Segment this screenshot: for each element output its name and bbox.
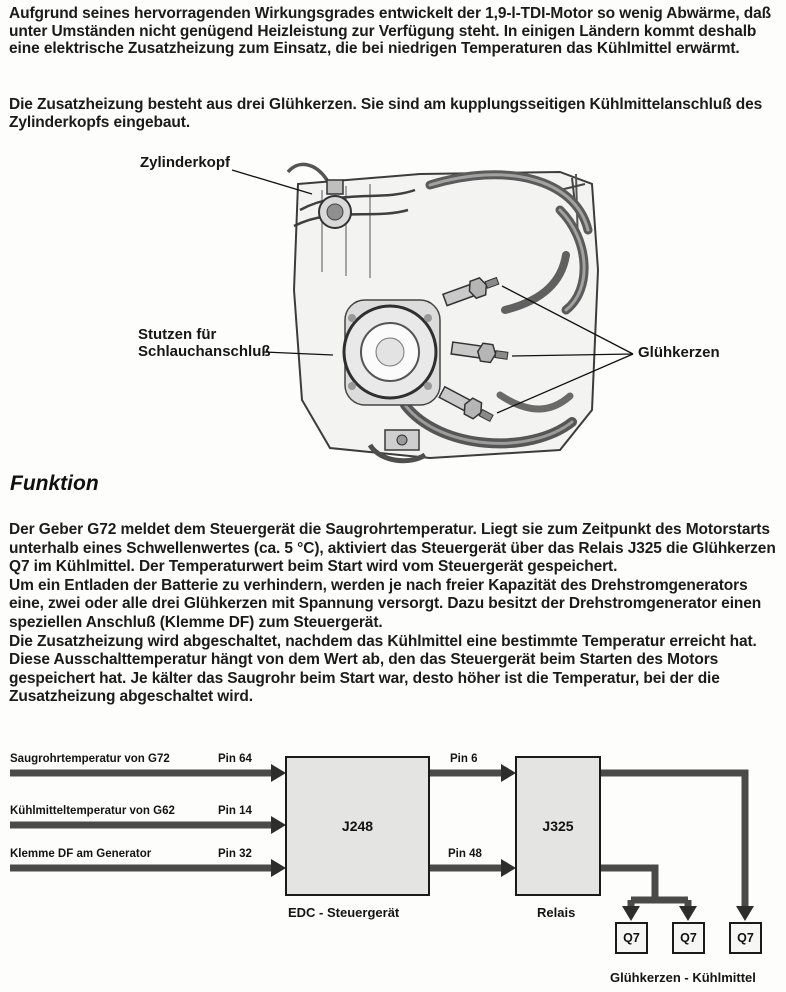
- intro-paragraph-1: Aufgrund seines hervorragenden Wirkungsg…: [9, 5, 781, 58]
- caption-gluehkerzen-kuehlmittel: Glühkerzen - Kühlmittel: [610, 970, 756, 985]
- figure-label-gluehkerzen: Glühkerzen: [638, 344, 720, 361]
- link-pin-6: Pin 6: [450, 753, 478, 765]
- link-pin-48: Pin 48: [448, 848, 482, 860]
- j248-label: J248: [341, 818, 374, 834]
- glow-plug-icon: [441, 276, 500, 307]
- engine-illustration: [231, 162, 634, 464]
- input-label-kuehlmitteltemperatur: Kühlmitteltemperatur von G62: [10, 805, 175, 817]
- q7-label: Q7: [623, 931, 640, 945]
- q7-box-1: Q7: [615, 922, 648, 954]
- paragraph-text: Aufgrund seines hervorragenden Wirkungsg…: [9, 5, 772, 58]
- block-diagram: Saugrohrtemperatur von G72 Pin 64 Kühlmi…: [0, 748, 786, 992]
- q7-box-3: Q7: [729, 922, 762, 954]
- j248-box: J248: [285, 756, 430, 896]
- caption-relais: Relais: [537, 905, 576, 920]
- input-label-klemme-df: Klemme DF am Generator: [10, 848, 152, 860]
- caption-edc-steuergeraet: EDC - Steuergerät: [288, 905, 400, 920]
- j325-box: J325: [515, 756, 601, 896]
- intro-paragraph-2: Die Zusatzheizung besteht aus drei Glühk…: [9, 96, 781, 131]
- q7-label: Q7: [680, 931, 697, 945]
- section-heading-funktion: Funktion: [10, 472, 99, 495]
- engine-figure: Zylinderkopf Stutzen für Schlauchanschlu…: [0, 150, 786, 472]
- input-pin-64: Pin 64: [218, 753, 252, 765]
- figure-label-zylinderkopf: Zylinderkopf: [140, 154, 231, 171]
- figure-label-stutzen: Stutzen für Schlauchanschluß: [138, 326, 271, 360]
- paragraph-text: Um ein Entladen der Batterie zu verhinde…: [9, 576, 762, 631]
- glow-plug-icon: [450, 341, 509, 364]
- figure-label-stutzen-line2: Schlauchanschluß: [138, 343, 271, 360]
- funktion-body: Der Geber G72 meldet dem Steuergerät die…: [9, 521, 781, 707]
- figure-label-stutzen-line1: Stutzen für: [138, 326, 217, 343]
- j325-label: J325: [542, 818, 574, 834]
- paragraph-text: Der Geber G72 meldet dem Steuergerät die…: [9, 521, 776, 576]
- q7-label: Q7: [737, 931, 754, 945]
- paragraph-text: Die Zusatzheizung wird abgeschaltet, nac…: [9, 632, 757, 706]
- block-diagram-connectors: [10, 764, 754, 921]
- glow-plug-icon: [438, 385, 494, 423]
- input-pin-32: Pin 32: [218, 848, 252, 860]
- input-pin-14: Pin 14: [218, 805, 252, 817]
- paragraph-text: Die Zusatzheizung besteht aus drei Glühk…: [9, 96, 763, 131]
- input-label-saugrohrtemperatur: Saugrohrtemperatur von G72: [10, 753, 170, 765]
- q7-box-2: Q7: [672, 922, 705, 954]
